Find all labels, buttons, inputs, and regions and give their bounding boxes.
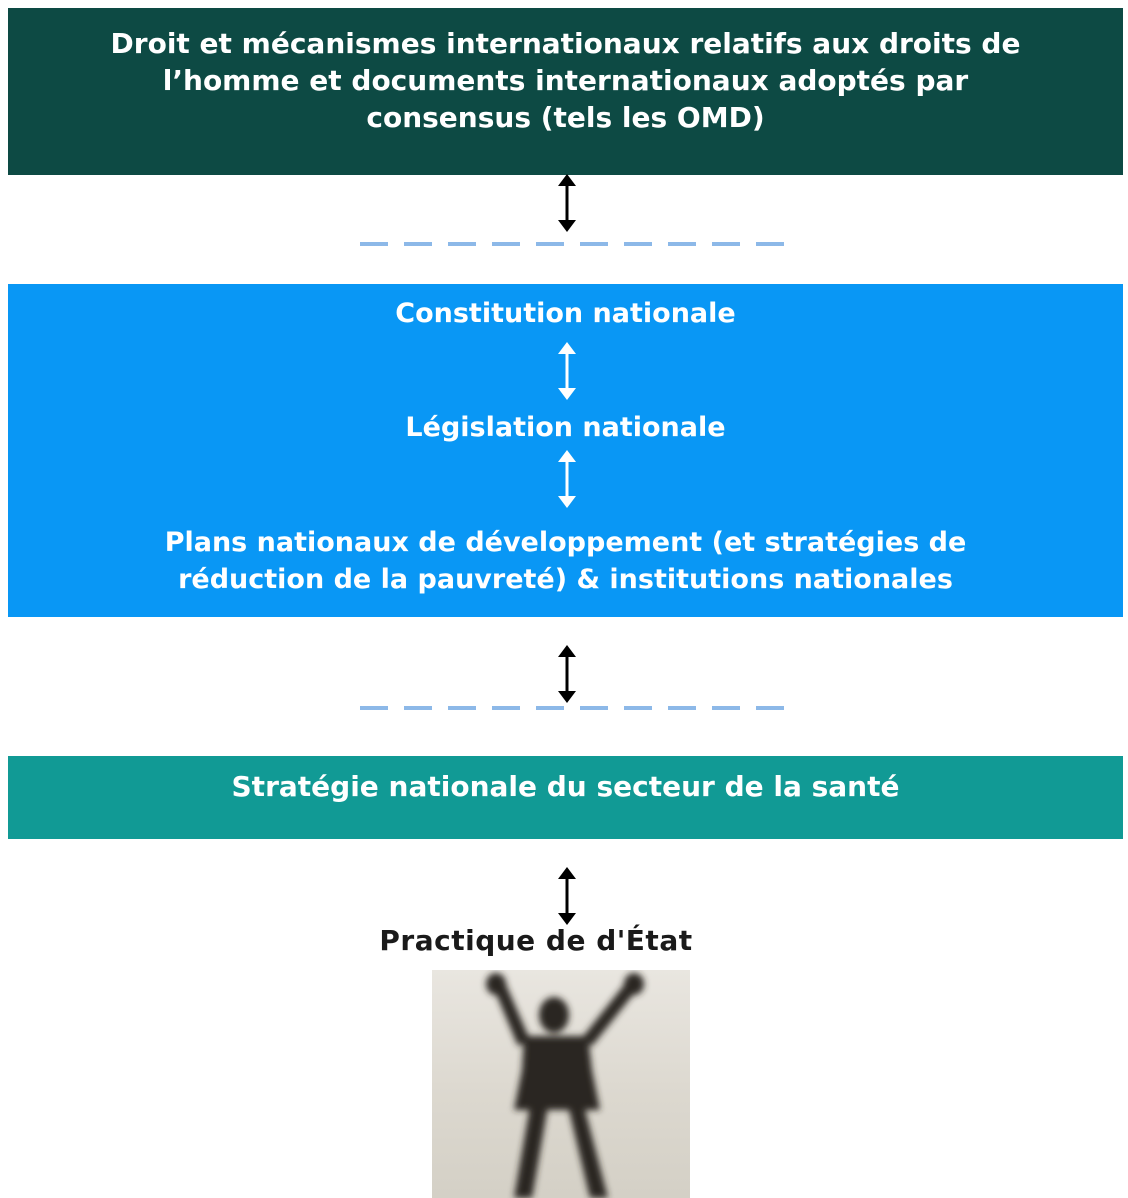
- national-plans-label: Plans nationaux de développement (et str…: [8, 524, 1123, 598]
- national-constitution-label: Constitution nationale: [395, 298, 736, 329]
- double-arrow-icon: [552, 342, 582, 400]
- international-law-box: Droit et mécanismes internationaux relat…: [8, 8, 1123, 175]
- national-plans-line-1: Plans nationaux de développement (et str…: [164, 527, 967, 558]
- state-practice-label: Practique de d'État: [0, 924, 1128, 957]
- double-arrow-icon: [552, 645, 582, 703]
- national-plans-line-2: réduction de la pauvreté) & institutions…: [178, 564, 953, 595]
- double-arrow-icon: [552, 450, 582, 508]
- faint-connector-label: [360, 242, 790, 252]
- national-legislation-label: Législation nationale: [405, 412, 726, 443]
- international-law-line-2: l’homme et documents internationaux adop…: [162, 64, 969, 97]
- double-arrow-icon: [552, 174, 582, 232]
- national-framework-box: Constitution nationale Législation natio…: [8, 284, 1123, 617]
- international-law-line-3: consensus (tels les OMD): [366, 101, 765, 134]
- health-sector-strategy-label: Stratégie nationale du secteur de la san…: [231, 770, 900, 803]
- state-practice-text: Practique de d'État: [379, 924, 693, 957]
- person-arms-raised-image: [432, 970, 690, 1198]
- faint-connector-label: [360, 706, 790, 716]
- health-sector-strategy-box: Stratégie nationale du secteur de la san…: [8, 756, 1123, 839]
- double-arrow-icon: [552, 867, 582, 925]
- international-law-line-1: Droit et mécanismes internationaux relat…: [110, 27, 1021, 60]
